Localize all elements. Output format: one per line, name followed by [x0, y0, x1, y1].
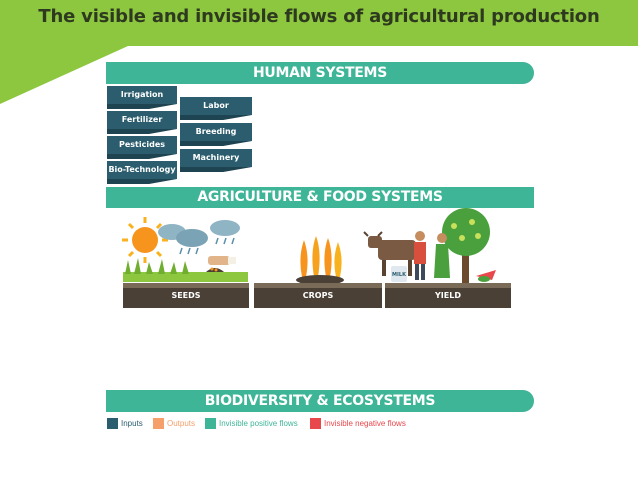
- legend-label: Inputs: [121, 419, 143, 428]
- milk-label: MILK: [392, 272, 407, 278]
- legend-swatch: [107, 418, 118, 429]
- yield-scene-illustration: MILK: [363, 208, 496, 284]
- input-tag-label: Labor: [203, 101, 229, 110]
- grass-icon: [123, 258, 248, 282]
- legend-invisible-positive: Invisible positive flows: [205, 418, 298, 429]
- input-tag-biotechnology: Bio-Technology: [107, 161, 177, 179]
- fruit-tree-icon: [442, 208, 490, 284]
- input-tag-label: Irrigation: [120, 90, 164, 99]
- milk-can-icon: MILK: [391, 266, 407, 282]
- sun-icon: [122, 217, 168, 263]
- input-tag-pesticides: Pesticides: [107, 136, 177, 154]
- input-tag-label: Breeding: [195, 127, 237, 136]
- wheat-icon: [296, 236, 344, 285]
- page-title: The visible and invisible flows of agric…: [38, 6, 600, 27]
- input-tag-labor: Labor: [180, 97, 252, 115]
- band-biodiversity-ecosystems: BIODIVERSITY & ECOSYSTEMS: [106, 390, 534, 412]
- stage-crops: CROPS: [254, 283, 382, 308]
- input-tag-irrigation: Irrigation: [107, 86, 177, 104]
- input-tag-machinery: Machinery: [180, 149, 252, 167]
- band-human-systems: HUMAN SYSTEMS: [106, 62, 534, 84]
- hand-sowing-icon: [206, 256, 236, 272]
- stage-yield: YIELD: [385, 283, 511, 308]
- input-tag-label: Pesticides: [118, 140, 165, 149]
- vegetables-icon: [476, 270, 496, 282]
- title-bar: [0, 0, 638, 46]
- seeds-scene-illustration: [122, 217, 248, 282]
- input-tag-fertilizer: Fertilizer: [107, 111, 177, 129]
- input-tag-breeding: Breeding: [180, 123, 252, 141]
- stage-label: SEEDS: [171, 291, 201, 300]
- legend-swatch: [310, 418, 321, 429]
- input-tag-label: Bio-Technology: [108, 165, 176, 174]
- legend-label: Invisible negative flows: [324, 419, 406, 428]
- crops-scene-illustration: [296, 236, 344, 285]
- legend-swatch: [205, 418, 216, 429]
- input-tag-label: Machinery: [192, 153, 240, 162]
- legend-label: Outputs: [167, 419, 196, 428]
- cow-icon: [363, 231, 416, 276]
- input-tag-label: Fertilizer: [121, 115, 163, 124]
- legend-invisible-negative: Invisible negative flows: [310, 418, 406, 429]
- farmers-icon: [414, 231, 450, 280]
- legend-swatch: [153, 418, 164, 429]
- band-agriculture-food-systems: AGRICULTURE & FOOD SYSTEMS: [106, 187, 534, 208]
- stage-seeds: SEEDS: [123, 283, 249, 308]
- legend-label: Invisible positive flows: [219, 419, 298, 428]
- stage-label: CROPS: [302, 291, 334, 300]
- legend-outputs: Outputs: [153, 418, 195, 429]
- legend-inputs: Inputs: [107, 418, 143, 429]
- stage-label: YIELD: [435, 291, 461, 300]
- rain-cloud-icon: [158, 220, 240, 255]
